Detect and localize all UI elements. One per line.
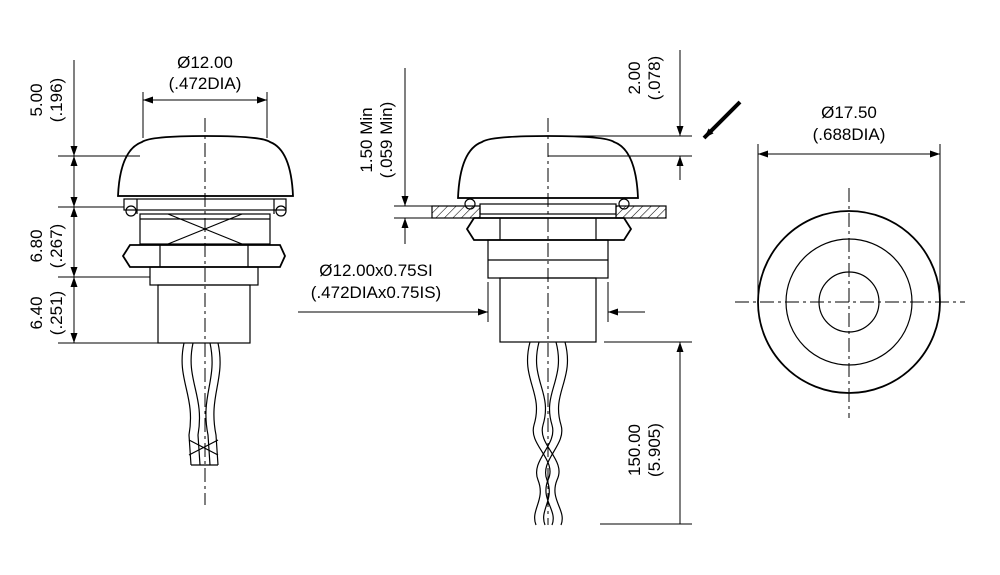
front-view: Ø12.00 (.472DIA) 5.00 (.196) 6.80 (.267)…	[27, 53, 294, 505]
top-dia-label: Ø17.50	[821, 103, 877, 122]
hex-nut	[121, 244, 286, 268]
front-dia-label: Ø12.00	[177, 53, 233, 72]
cap-height-label: 5.00	[27, 83, 46, 116]
body-height-label: 6.80	[27, 229, 46, 262]
base-height-label: 6.40	[27, 296, 46, 329]
cap-height-label-in: (.196)	[47, 78, 66, 122]
body-height-label-in: (.267)	[47, 224, 66, 268]
travel-label: 2.00	[625, 61, 644, 94]
travel-label-in: (.078)	[645, 56, 664, 100]
side-hex-nut	[465, 217, 633, 241]
top-view: Ø17.50 (.688DIA)	[735, 103, 965, 418]
front-dia-label-in: (.472DIA)	[169, 74, 242, 93]
panel-thickness-label-in: (.059 Min)	[377, 102, 396, 179]
threaded-base	[149, 266, 259, 286]
thread-label: Ø12.00x0.75SI	[319, 261, 432, 280]
top-dia-label-in: (.688DIA)	[813, 125, 886, 144]
lead-length-label-in: (5.905)	[645, 423, 664, 477]
mounting-panel-right	[615, 205, 667, 219]
panel-thickness-label: 1.50 Min	[357, 107, 376, 172]
side-view: 1.50 Min (.059 Min) Ø12.00x0.75SI (.472D…	[298, 50, 742, 526]
wire-leads	[181, 342, 221, 466]
thread-label-in: (.472DIAx0.75IS)	[311, 283, 441, 302]
press-direction-arrow	[702, 100, 742, 140]
lead-length-label: 150.00	[625, 424, 644, 476]
base-height-label-in: (.251)	[47, 291, 66, 335]
